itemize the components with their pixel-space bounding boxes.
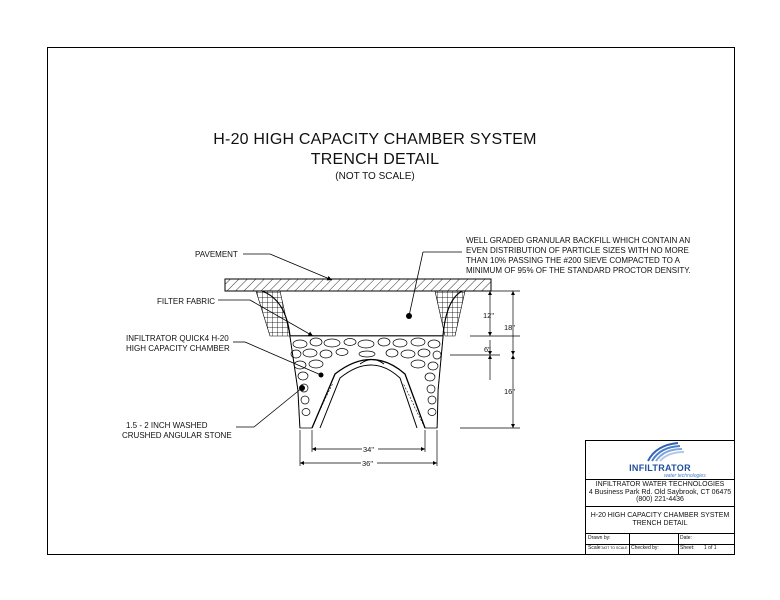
date-label: Date: — [680, 535, 692, 541]
backfill-note-line1: WELL GRADED GRANULAR BACKFILL WHICH CONT… — [466, 236, 690, 245]
company-logo: INFILTRATOR water technologies — [586, 441, 734, 480]
filter-fabric-label: FILTER FABRIC — [157, 297, 215, 306]
dim-16-label: 16" — [504, 387, 515, 396]
infiltrator-swoosh-icon — [647, 442, 685, 462]
brand-name: INFILTRATOR — [629, 463, 691, 473]
dim-36-label: 36" — [362, 459, 373, 468]
chamber-leader-2 — [244, 341, 322, 376]
backfill-note-line4: MINIMUM OF 95% OF THE STANDARD PROCTOR D… — [466, 266, 691, 275]
chamber-crown — [359, 359, 385, 365]
drawing-border — [47, 47, 735, 555]
drawing-subtitle: TRENCH DETAIL — [310, 151, 440, 168]
company-address: 4 Business Park Rd. Old Saybrook, CT 064… — [588, 488, 732, 496]
title-block: INFILTRATOR water technologies INFILTRAT… — [585, 440, 735, 555]
drawing-title-1: H-20 HIGH CAPACITY CHAMBER SYSTEM — [590, 512, 730, 519]
brand-subtitle: water technologies — [664, 473, 706, 479]
native-soil-right — [434, 290, 466, 337]
company-phone: (800) 221-4436 — [636, 496, 684, 503]
title-block-divider-2 — [678, 534, 679, 554]
sheet-label: Sheet: — [680, 545, 695, 551]
company-address-block: INFILTRATOR WATER TECHNOLOGIES 4 Busines… — [586, 479, 734, 507]
dim-6-label: 6" — [484, 345, 491, 354]
chamber-inner — [319, 364, 418, 429]
stone-label-line2: CRUSHED ANGULAR STONE — [122, 431, 232, 440]
horizontal-dimensions — [299, 430, 438, 466]
drawing-title-block: H-20 HIGH CAPACITY CHAMBER SYSTEM TRENCH… — [586, 507, 734, 534]
scale-note: (NOT TO SCALE) — [335, 171, 415, 182]
chamber-corrugation-left — [313, 382, 334, 425]
pavement-leader-2 — [269, 253, 333, 281]
drawing-title-2: TRENCH DETAIL — [632, 520, 688, 527]
scale-label: Scale: — [588, 545, 602, 551]
stone-aggregate — [290, 337, 442, 416]
chamber-corrugation-right — [402, 382, 424, 425]
backfill-leader-2 — [408, 251, 424, 317]
scale-value: NOT TO SCALE — [602, 546, 628, 550]
drawing-title: H-20 HIGH CAPACITY CHAMBER SYSTEM — [213, 131, 537, 148]
vertical-dimensions — [450, 290, 520, 429]
sheet-value: 1 of 1 — [704, 545, 717, 551]
title-block-row-2: Scale: NOT TO SCALE Checked by: Sheet: 1… — [586, 544, 734, 554]
backfill-note-line3: THAN 10% PASSING THE #200 SIEVE COMPACTE… — [466, 256, 681, 265]
pavement-label: PAVEMENT — [195, 250, 238, 259]
title-block-row-1: Drawn by: Date: — [586, 534, 734, 545]
backfill-note-line2: EVEN DISTRIBUTION OF PARTICLE SIZES WITH… — [466, 246, 689, 255]
pavement — [224, 278, 492, 292]
chamber-label-line2: HIGH CAPACITY CHAMBER — [126, 344, 230, 353]
stone-label-line1: 1.5 - 2 INCH WASHED — [126, 421, 208, 430]
filter-fabric-leader-2 — [249, 299, 314, 337]
dim-18-label: 18" — [504, 323, 515, 332]
company-name: INFILTRATOR WATER TECHNOLOGIES — [595, 481, 725, 488]
title-block-divider-1 — [629, 534, 630, 554]
drawn-by-label: Drawn by: — [588, 535, 611, 541]
checked-by-label: Checked by: — [631, 545, 659, 551]
stone-leader-2 — [253, 387, 303, 428]
chamber-label-line1: INFILTRATOR QUICK4 H-20 — [126, 334, 229, 343]
dim-12-label: 12" — [483, 311, 494, 320]
dim-34-label: 34" — [363, 445, 374, 454]
